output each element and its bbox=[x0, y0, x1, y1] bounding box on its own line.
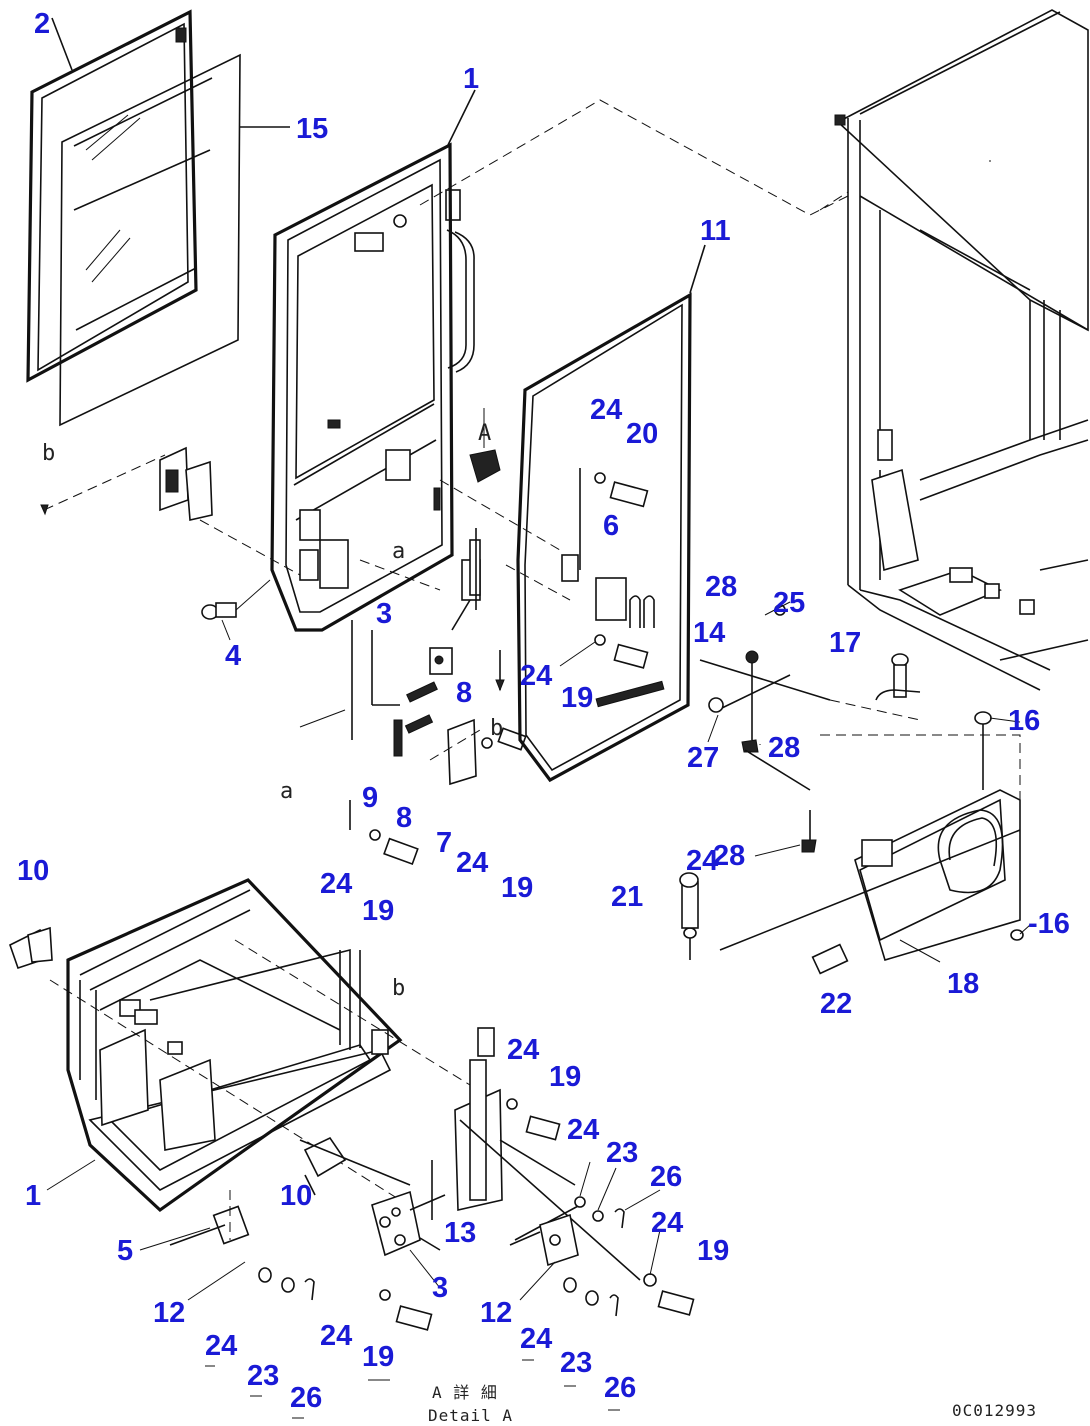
bolt-part-4 bbox=[201, 579, 271, 641]
callout-19: 19 bbox=[362, 1341, 394, 1373]
callout-26: 26 bbox=[604, 1372, 636, 1404]
reference-letters: a a b b b A bbox=[42, 421, 503, 1001]
cab-body bbox=[819, 9, 1089, 691]
callout-4: 4 bbox=[225, 640, 241, 672]
callout-16: -16 bbox=[1028, 908, 1070, 940]
ref-a: a bbox=[280, 779, 293, 804]
callout-7: 7 bbox=[436, 827, 452, 859]
callout-24: 24 bbox=[567, 1114, 599, 1146]
ref-b: b bbox=[490, 716, 503, 741]
callout-15: 15 bbox=[296, 113, 328, 145]
callout-6: 6 bbox=[603, 510, 619, 542]
callout-24: 24 bbox=[320, 1320, 352, 1352]
detail-title-jp: A 詳 細 bbox=[432, 1383, 498, 1402]
callout-12: 12 bbox=[153, 1297, 185, 1329]
callout-24: 24 bbox=[507, 1034, 539, 1066]
callout-10: 10 bbox=[17, 855, 49, 887]
callout-22: 22 bbox=[820, 988, 852, 1020]
door-seal-frame bbox=[516, 244, 706, 783]
callout-28: 28 bbox=[768, 732, 800, 764]
callout-19: 19 bbox=[501, 872, 533, 904]
callout-21: 21 bbox=[611, 881, 643, 913]
step-cover bbox=[679, 653, 1024, 975]
callout-3: 3 bbox=[432, 1272, 448, 1304]
callout-10: 10 bbox=[280, 1180, 312, 1212]
callout-19: 19 bbox=[697, 1235, 729, 1267]
callout-24: 24 bbox=[686, 845, 718, 877]
drawing-code: 0C012993 bbox=[952, 1401, 1037, 1420]
callout-20: 20 bbox=[626, 418, 658, 450]
door-stopper bbox=[699, 601, 831, 853]
callout-28: 28 bbox=[713, 840, 745, 872]
callout-16: 16 bbox=[1008, 705, 1040, 737]
callout-23: 23 bbox=[560, 1347, 592, 1379]
callout-13: 13 bbox=[444, 1217, 476, 1249]
callout-24: 24 bbox=[590, 394, 622, 426]
callout-26: 26 bbox=[650, 1161, 682, 1193]
ref-A: A bbox=[478, 421, 491, 446]
callout-27: 27 bbox=[687, 742, 719, 774]
callout-19: 19 bbox=[549, 1061, 581, 1093]
callout-1: 1 bbox=[25, 1180, 41, 1212]
callout-24: 24 bbox=[320, 868, 352, 900]
callout-14: 14 bbox=[693, 617, 725, 649]
detail-a-lock bbox=[371, 1027, 695, 1331]
callout-2: 2 bbox=[34, 8, 50, 40]
detail-title: Detail A bbox=[428, 1406, 513, 1425]
callout-23: 23 bbox=[247, 1360, 279, 1392]
leader-lines bbox=[46, 641, 1031, 1301]
callout-11: 11 bbox=[700, 215, 731, 247]
callout-19: 19 bbox=[362, 895, 394, 927]
callout-24: 24 bbox=[520, 1323, 552, 1355]
ref-b: b bbox=[42, 441, 55, 466]
ref-a: a bbox=[392, 539, 405, 564]
callout-1: 1 bbox=[463, 63, 479, 95]
callout-3: 3 bbox=[376, 598, 392, 630]
callout-24: 24 bbox=[205, 1330, 237, 1362]
detail-a-view bbox=[9, 878, 471, 1301]
callout-18: 18 bbox=[947, 968, 979, 1000]
callout-17: 17 bbox=[829, 627, 861, 659]
callout-24: 24 bbox=[456, 847, 488, 879]
callout-24: 24 bbox=[520, 660, 552, 692]
callout-26: 26 bbox=[290, 1382, 322, 1414]
callout-19: 19 bbox=[561, 682, 593, 714]
callout-5: 5 bbox=[117, 1235, 133, 1267]
hinge-bracket bbox=[159, 446, 301, 576]
callout-8: 8 bbox=[456, 677, 472, 709]
callout-28: 28 bbox=[705, 571, 737, 603]
door-handle bbox=[469, 408, 501, 483]
callout-labels: 1 1 2 3 3 4 5 6 7 8 8 9 10 10 11 12 12 1… bbox=[17, 8, 1070, 1414]
callout-23: 23 bbox=[606, 1137, 638, 1169]
callout-24: 24 bbox=[651, 1207, 683, 1239]
callout-12: 12 bbox=[480, 1297, 512, 1329]
lock-assembly bbox=[299, 528, 527, 866]
window-glass-panel bbox=[26, 9, 290, 516]
detail-caption: A 詳 細 Detail A bbox=[428, 1383, 513, 1425]
callout-9: 9 bbox=[362, 782, 378, 814]
callout-25: 25 bbox=[773, 587, 805, 619]
door-frame bbox=[270, 142, 571, 632]
callout-8: 8 bbox=[396, 802, 412, 834]
dash-markers bbox=[205, 1359, 620, 1419]
ref-b: b bbox=[392, 976, 405, 1001]
